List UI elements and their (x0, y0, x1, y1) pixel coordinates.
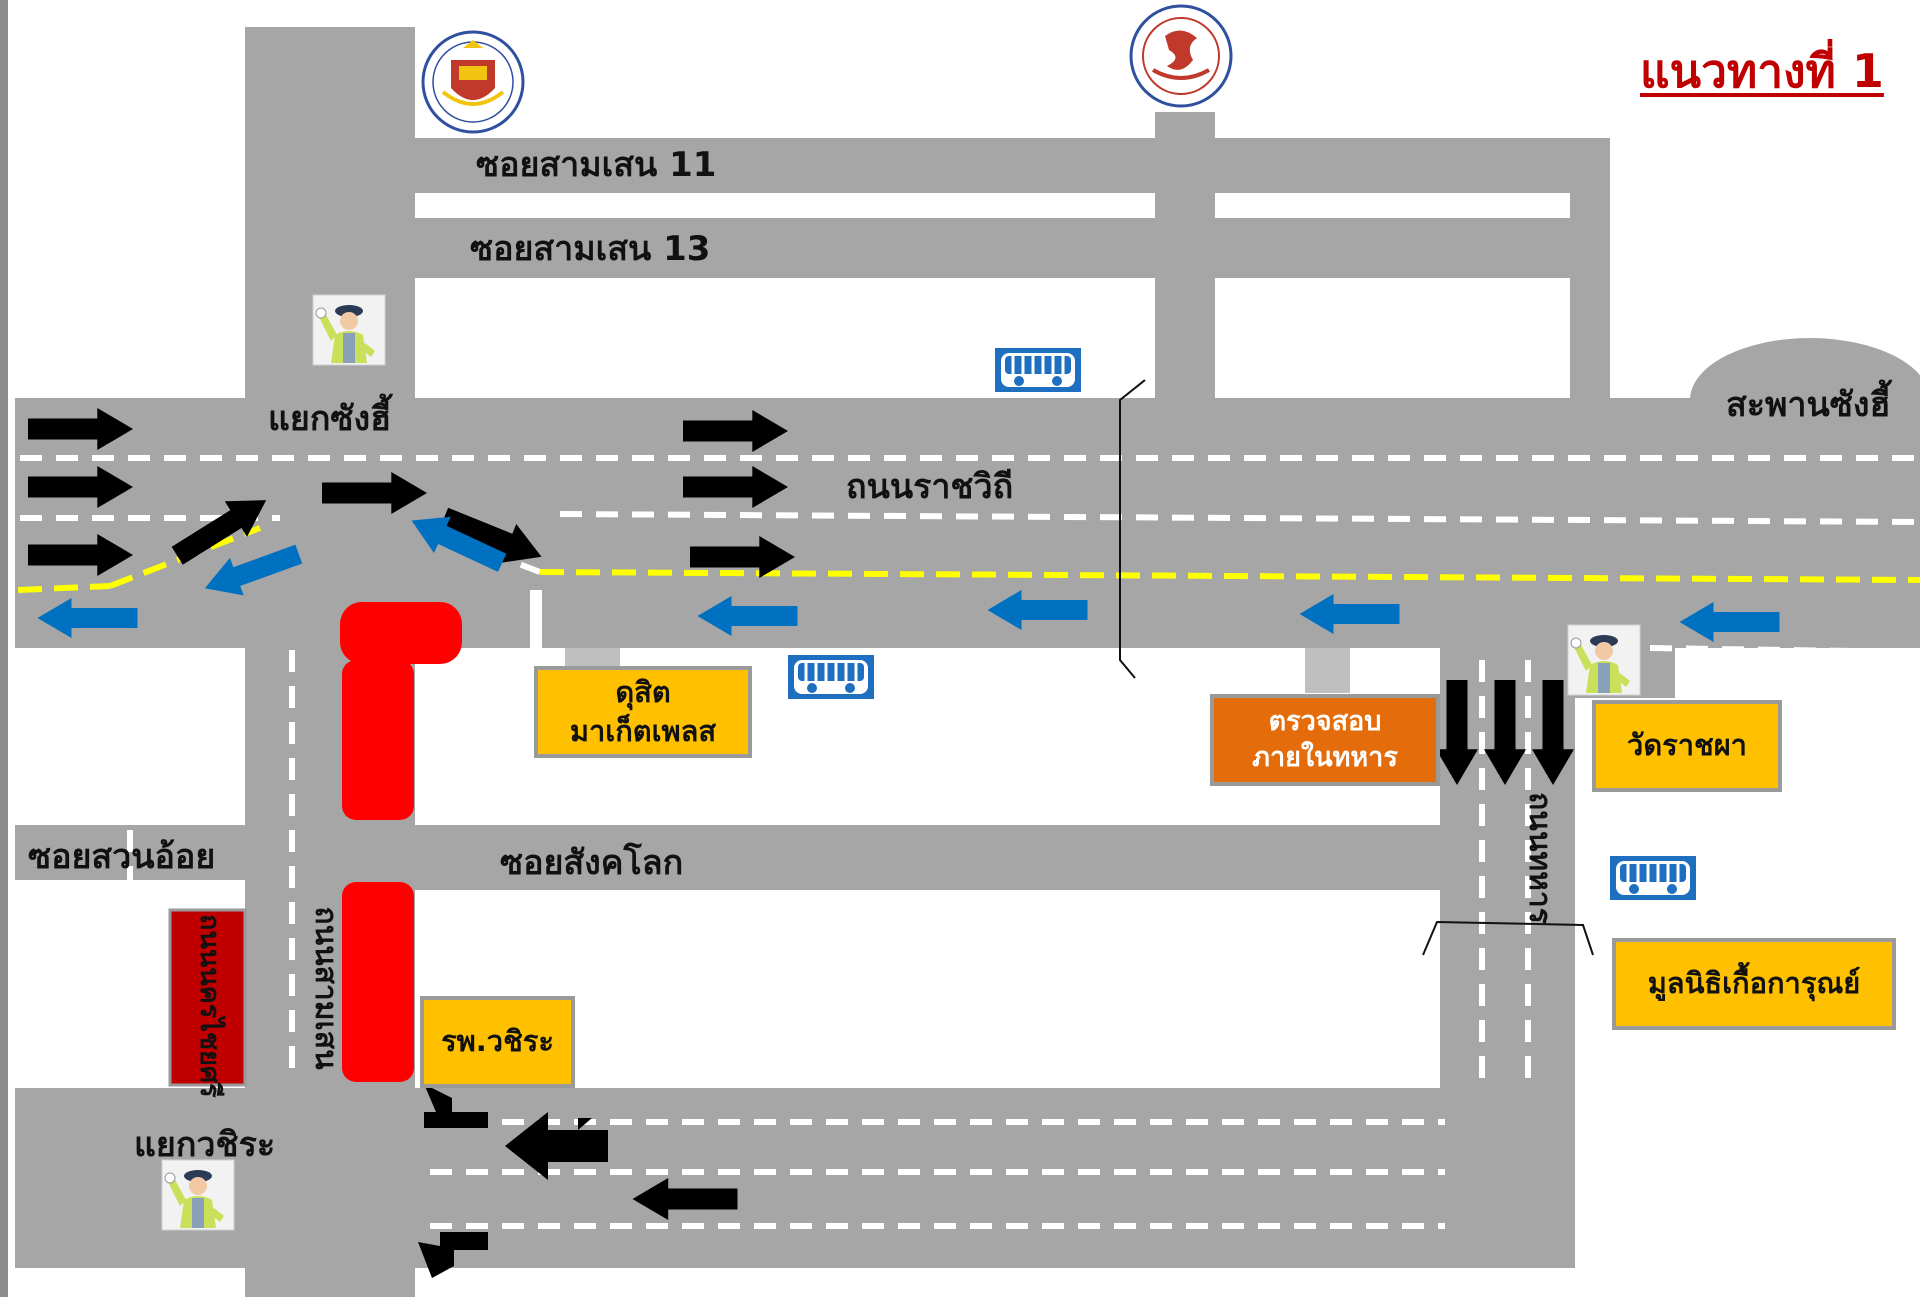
soi-connector-right (1570, 138, 1610, 400)
soi-samsen-13-road (415, 218, 1605, 278)
school-lane (1155, 112, 1215, 402)
place-foundation: มูลนิธิเกื้อการุณย์ (1612, 938, 1896, 1030)
soi-suan-oi-road (15, 825, 415, 880)
label-thanon-thahan: ถนนทหาร (1522, 792, 1557, 924)
school-emblem-icon (1129, 4, 1233, 108)
outbound-arrows (28, 408, 1574, 1278)
market-stub (565, 648, 620, 668)
label-thanon-rajavithi: ถนนราชวิถี (846, 467, 1014, 507)
blocked-lane-lower (342, 882, 414, 1082)
place-military-inspection-line1: ตรวจสอบ (1268, 705, 1382, 737)
place-wat-rachapha: วัดราชผา (1592, 700, 1782, 792)
label-saphan-sang-hi: สะพานซังฮี้ (1726, 385, 1891, 425)
label-soi-samsen-11: ซอยสามเสน 11 (476, 145, 717, 185)
blocked-lane-upper (342, 660, 414, 820)
label-thanon-samsen: ถนนสามเสน (308, 906, 343, 1070)
label-soi-samsen-13: ซอยสามเสน 13 (470, 229, 711, 269)
place-military-inspection: ตรวจสอบ ภายในทหาร (1210, 694, 1440, 786)
closure-lines (1119, 379, 1594, 956)
soi-samsen-11-road (415, 138, 1605, 193)
traffic-police-icon (1567, 624, 1641, 696)
sang-hi-bridge-ramp (1690, 338, 1920, 462)
place-vajira-hospital: รพ.วชิระ (420, 996, 575, 1088)
label-yaek-sang-hi: แยกซังฮี้ (268, 399, 391, 439)
place-wat-rachapha-label: วัดราชผา (1627, 728, 1747, 763)
nakhonchaisri-road (15, 1088, 1575, 1268)
place-dusit-market: ดุสิต มาเก็ตเพลส (534, 666, 752, 758)
label-yaek-vajira: แยกวชิระ (134, 1125, 276, 1165)
traffic-direction-arrow-icon (424, 1084, 488, 1128)
label-soi-sangkhalok: ซอยสังคโลก (500, 843, 684, 883)
place-foundation-label: มูลนิธิเกื้อการุณย์ (1647, 966, 1861, 1001)
label-soi-suan-oi: ซอยสวนอ้อย (28, 837, 216, 877)
rajavithi-road (15, 398, 1920, 648)
traffic-direction-arrow-icon (418, 1232, 488, 1278)
place-dusit-market-line1: ดุสิต (615, 674, 671, 709)
frame-edge (0, 0, 8, 1297)
bus-stop-icon (1608, 854, 1698, 902)
traffic-police-icon (161, 1159, 235, 1231)
inspection-stub (1305, 648, 1350, 693)
blocked-turn-lane (340, 602, 462, 664)
place-vajira-hospital-label: รพ.วชิระ (441, 1024, 554, 1059)
traffic-direction-arrow-icon (505, 1112, 608, 1180)
road-island (530, 590, 542, 650)
label-thanon-nakhonchaisri: ถนนนครไชยศรี (194, 914, 225, 1098)
blocked-lanes (340, 602, 462, 1082)
bus-stop-icon (786, 653, 876, 701)
place-military-inspection-line2: ภายในทหาร (1252, 742, 1398, 773)
nakhonchaisri-label-box (168, 908, 247, 1087)
bus-stop-icon (993, 346, 1083, 394)
map-title: แนวทางที่ 1 (1640, 44, 1884, 98)
soi-sangkhalok-road (415, 825, 1445, 890)
school-emblem-icon (421, 30, 525, 134)
traffic-police-icon (312, 294, 386, 366)
place-dusit-market-line2: มาเก็ตเพลส (569, 714, 717, 748)
